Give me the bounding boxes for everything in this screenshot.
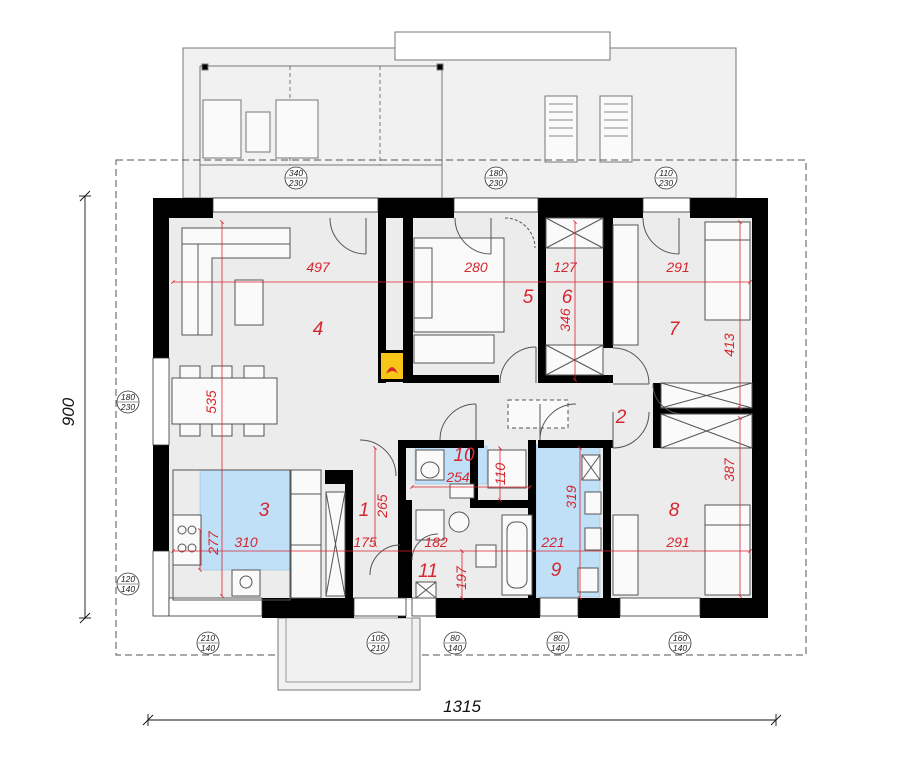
inner-dimensions: 497 280 127 291 346 413 535 254 110 265 … bbox=[203, 259, 737, 590]
outer-dimension-lines bbox=[79, 190, 782, 726]
room-number: 11 bbox=[418, 561, 438, 582]
dim-text: 221 bbox=[540, 534, 564, 550]
svg-text:80: 80 bbox=[450, 633, 460, 643]
svg-text:230: 230 bbox=[658, 178, 673, 188]
svg-text:340: 340 bbox=[289, 168, 303, 178]
fireplace-icon bbox=[378, 350, 406, 382]
svg-text:140: 140 bbox=[121, 584, 135, 594]
room-number: 1 bbox=[359, 500, 370, 521]
room-number: 3 bbox=[259, 500, 270, 521]
overall-height: 900 bbox=[59, 397, 78, 426]
dim-text: 535 bbox=[203, 390, 219, 414]
dim-text: 413 bbox=[721, 333, 737, 357]
room-number: 7 bbox=[669, 319, 681, 340]
doors bbox=[329, 217, 684, 576]
svg-text:160: 160 bbox=[673, 633, 687, 643]
dim-text: 319 bbox=[563, 485, 579, 509]
svg-text:230: 230 bbox=[288, 178, 303, 188]
dim-text: 291 bbox=[665, 534, 689, 550]
overall-width: 1315 bbox=[443, 697, 481, 716]
room-number: 10 bbox=[453, 445, 475, 466]
room-labels: 1 2 3 4 5 6 7 8 9 10 11 bbox=[259, 287, 681, 582]
room-number: 5 bbox=[523, 287, 534, 308]
room-number: 8 bbox=[669, 500, 680, 521]
dim-text: 280 bbox=[463, 259, 488, 275]
svg-text:80: 80 bbox=[553, 633, 563, 643]
dim-text: 254 bbox=[445, 469, 470, 485]
dim-text: 197 bbox=[453, 565, 469, 590]
room-number: 2 bbox=[615, 407, 627, 428]
dim-text: 127 bbox=[553, 259, 578, 275]
room-number: 9 bbox=[551, 560, 562, 581]
svg-text:230: 230 bbox=[120, 402, 135, 412]
svg-text:210: 210 bbox=[370, 643, 385, 653]
svg-text:230: 230 bbox=[488, 178, 503, 188]
dim-text: 387 bbox=[721, 457, 737, 482]
svg-text:140: 140 bbox=[448, 643, 462, 653]
room-number: 6 bbox=[562, 287, 573, 308]
room-number: 4 bbox=[313, 319, 324, 340]
entrance-canopy bbox=[277, 617, 421, 691]
dim-text: 265 bbox=[374, 494, 390, 519]
dim-text: 291 bbox=[665, 259, 689, 275]
svg-text:180: 180 bbox=[121, 392, 135, 402]
svg-text:140: 140 bbox=[551, 643, 565, 653]
dim-text: 346 bbox=[557, 308, 573, 332]
svg-text:140: 140 bbox=[201, 643, 215, 653]
dim-text: 310 bbox=[234, 534, 258, 550]
windows bbox=[152, 197, 701, 617]
dim-text: 497 bbox=[306, 259, 331, 275]
svg-text:210: 210 bbox=[200, 633, 215, 643]
dimension-lines bbox=[171, 220, 752, 600]
dim-text: 110 bbox=[492, 463, 508, 486]
svg-text:120: 120 bbox=[121, 574, 135, 584]
roof-outline bbox=[115, 159, 807, 656]
dim-text: 182 bbox=[424, 534, 448, 550]
svg-text:140: 140 bbox=[673, 643, 687, 653]
svg-text:180: 180 bbox=[489, 168, 503, 178]
svg-text:110: 110 bbox=[659, 168, 673, 178]
terrace bbox=[182, 31, 737, 199]
svg-text:105: 105 bbox=[371, 633, 385, 643]
dim-text: 175 bbox=[353, 534, 377, 550]
dim-text: 277 bbox=[205, 530, 221, 556]
